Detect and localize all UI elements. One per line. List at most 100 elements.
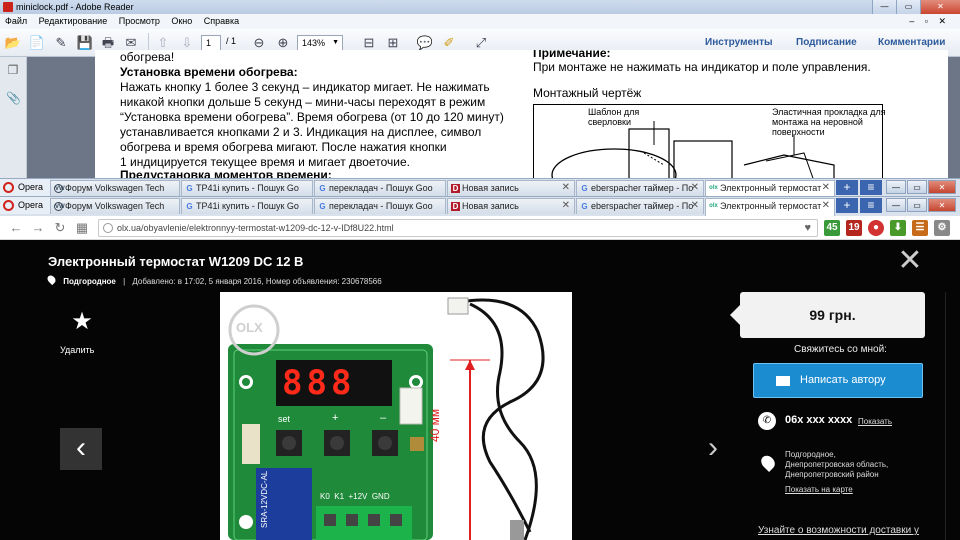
page-number-input[interactable]: 1 [201, 35, 221, 51]
prev-photo-button[interactable]: ‹ [60, 428, 102, 470]
minimize-icon[interactable]: — [872, 0, 896, 14]
attachment-icon[interactable]: 📎 [6, 91, 21, 105]
menu-help[interactable]: Справка [203, 16, 240, 26]
download-icon[interactable]: ⬇ [890, 220, 906, 236]
button-label-set: set [278, 414, 291, 424]
show-phone-link[interactable]: Показать [858, 417, 893, 426]
close-tab-icon[interactable]: ✕ [821, 182, 830, 193]
close-icon[interactable]: ✕ [928, 180, 956, 194]
comment-icon[interactable]: 💬 [416, 35, 434, 50]
close-icon[interactable]: ✕ [897, 244, 923, 277]
minimize-icon[interactable]: — [886, 180, 906, 194]
adblock-icon[interactable]: ● [868, 220, 884, 236]
close-tab-icon[interactable]: ✕ [561, 182, 570, 193]
opera-logo-icon [3, 182, 14, 193]
close-tab-icon[interactable]: ✕ [690, 200, 699, 211]
fit-width-icon[interactable]: ⊞ [387, 35, 399, 50]
tools-link[interactable]: Инструменты [705, 37, 773, 48]
menu-view[interactable]: Просмотр [118, 16, 160, 26]
heart-icon[interactable]: ♥ [804, 222, 811, 234]
delivery-link[interactable]: Узнайте о возможности доставки у [758, 525, 919, 536]
highlight-icon[interactable]: ✐ [443, 35, 455, 50]
drawing-label: Эластичная прокладка для [772, 107, 886, 117]
google-icon: G [186, 184, 193, 193]
opera-menu-button[interactable]: Opera [0, 197, 50, 214]
new-tab-button[interactable]: + [836, 198, 858, 213]
sign-link[interactable]: Подписание [796, 37, 857, 48]
next-page-icon[interactable]: ⇩ [181, 35, 193, 50]
create-pdf-icon[interactable]: 📄 [28, 35, 46, 50]
tab-label: перекладач - Пошук Goo [329, 201, 433, 211]
menu-window[interactable]: Окно [171, 16, 193, 26]
menu-window-controls[interactable]: – ▫ ✕ [909, 16, 950, 26]
email-icon[interactable]: ✉ [125, 35, 137, 50]
minimize-icon[interactable]: — [886, 198, 906, 212]
menu-file[interactable]: Файл [5, 16, 28, 26]
zoom-in-icon[interactable]: ⊕ [277, 35, 289, 50]
address-bar: ← → ↻ ▦ olx.ua/obyavlenie/elektronnyy-te… [0, 216, 960, 240]
maximize-icon[interactable]: ▭ [907, 198, 927, 212]
opera-menu-button[interactable]: Opera [0, 179, 50, 196]
olx-watermark: OLX [236, 320, 263, 335]
new-tab-button[interactable]: + [836, 180, 858, 195]
edit-icon[interactable]: ✎ [55, 35, 67, 50]
listing-added: Добавлено: в 17:02, 5 января 2016, Номер… [132, 277, 382, 286]
expand-icon[interactable]: ⤢ [475, 35, 487, 50]
remove-favorite-label[interactable]: Удалить [60, 345, 95, 355]
reload-icon[interactable]: ↻ [54, 220, 66, 235]
tab-menu-button[interactable]: ≡ [860, 198, 882, 213]
apps-grid-icon[interactable]: ▦ [75, 220, 89, 235]
close-tab-icon[interactable]: ✕ [561, 200, 570, 211]
reader-window-controls: — ▭ ✕ [872, 0, 960, 14]
close-icon[interactable]: ✕ [920, 0, 960, 14]
save-icon[interactable]: 💾 [76, 35, 94, 50]
extension-icon[interactable]: ⚙ [934, 220, 950, 236]
reader-sidebar: ❐ 📎 [0, 57, 27, 180]
print-icon[interactable]: 🖶 [101, 35, 115, 50]
tab-menu-button[interactable]: ≡ [860, 180, 882, 195]
tab-label: TP41i купить - Пошук Go [196, 201, 299, 211]
star-icon[interactable]: ★ [71, 308, 93, 335]
vw-icon: VW [54, 202, 65, 211]
open-icon[interactable]: 📂 [4, 35, 22, 50]
fit-page-icon[interactable]: ⊟ [363, 35, 375, 50]
close-tab-icon[interactable]: ✕ [690, 182, 699, 193]
terminal-labels: K0 K1 +12V GND [320, 492, 390, 501]
show-map-link[interactable]: Показать на карте [785, 485, 853, 494]
comments-link[interactable]: Комментарии [878, 37, 946, 48]
extension-icon[interactable]: 19 [846, 220, 862, 236]
maximize-icon[interactable]: ▭ [907, 180, 927, 194]
forward-icon[interactable]: → [31, 220, 45, 235]
extension-icon[interactable]: ☰ [912, 220, 928, 236]
menu-edit[interactable]: Редактирование [38, 16, 108, 26]
tab-label: Форум Volkswagen Tech [65, 201, 165, 211]
tab-label: TP41i купить - Пошук Go [196, 183, 299, 193]
maximize-icon[interactable]: ▭ [896, 0, 920, 14]
google-icon: G [186, 202, 193, 211]
zoom-out-icon[interactable]: ⊖ [253, 35, 265, 50]
message-author-button[interactable]: Написать автору [753, 363, 923, 398]
close-icon[interactable]: ✕ [928, 198, 956, 212]
close-tab-icon[interactable]: ✕ [821, 200, 830, 211]
prev-page-icon[interactable]: ⇧ [157, 35, 169, 50]
pages-icon[interactable]: ❐ [7, 63, 19, 77]
reader-title: miniclock.pdf - Adobe Reader [16, 2, 134, 12]
back-icon[interactable]: ← [9, 220, 23, 235]
zoom-select[interactable]: 143% ▼ [297, 35, 343, 51]
next-photo-button[interactable]: › [708, 431, 718, 464]
extension-icon[interactable]: 45 [824, 220, 840, 236]
url-field[interactable]: olx.ua/obyavlenie/elektronnyy-termostat-… [98, 219, 818, 237]
tab-label: Электронный термостат [720, 201, 822, 211]
